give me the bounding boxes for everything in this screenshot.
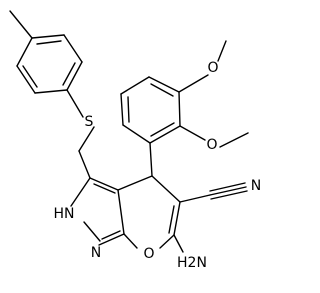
bond-c-cn bbox=[179, 194, 211, 203]
tolyl-ring bbox=[16, 34, 83, 94]
bond-c6-nh2 bbox=[173, 234, 184, 253]
atom-nh-pyrazole: HN bbox=[54, 206, 75, 222]
atom-o-ring: O bbox=[143, 246, 154, 262]
bond-ar-o-top bbox=[178, 74, 209, 93]
bond-c3-c3a-double bbox=[93, 183, 116, 194]
atom-n-nitrile: N bbox=[251, 178, 261, 194]
bond-methyl bbox=[9, 10, 33, 39]
triple-bond-cn bbox=[209, 182, 248, 200]
atom-o-methoxy-mid: O bbox=[206, 137, 217, 153]
dimethoxyphenyl-ring bbox=[120, 76, 181, 144]
pyran-ring bbox=[117, 175, 181, 249]
bond-o-ch3-mid bbox=[219, 132, 249, 148]
atom-o-methoxy-top: O bbox=[207, 60, 218, 76]
atom-n-pyrazole: N bbox=[91, 245, 101, 261]
pyrazole-ring bbox=[70, 177, 125, 246]
atom-sulfur: S bbox=[85, 114, 94, 130]
bond-ch2-c3 bbox=[78, 150, 91, 179]
bond-o-ch3-top bbox=[217, 40, 227, 62]
atom-nh2: H2N bbox=[177, 255, 207, 271]
chemical-structure: O O S N HN N O H2N bbox=[9, 10, 261, 271]
bond-ar-o-mid bbox=[179, 125, 206, 141]
bond-tolyl-s bbox=[66, 89, 84, 118]
bond-c4-aryl bbox=[149, 142, 153, 177]
bond-s-ch2 bbox=[78, 126, 95, 152]
